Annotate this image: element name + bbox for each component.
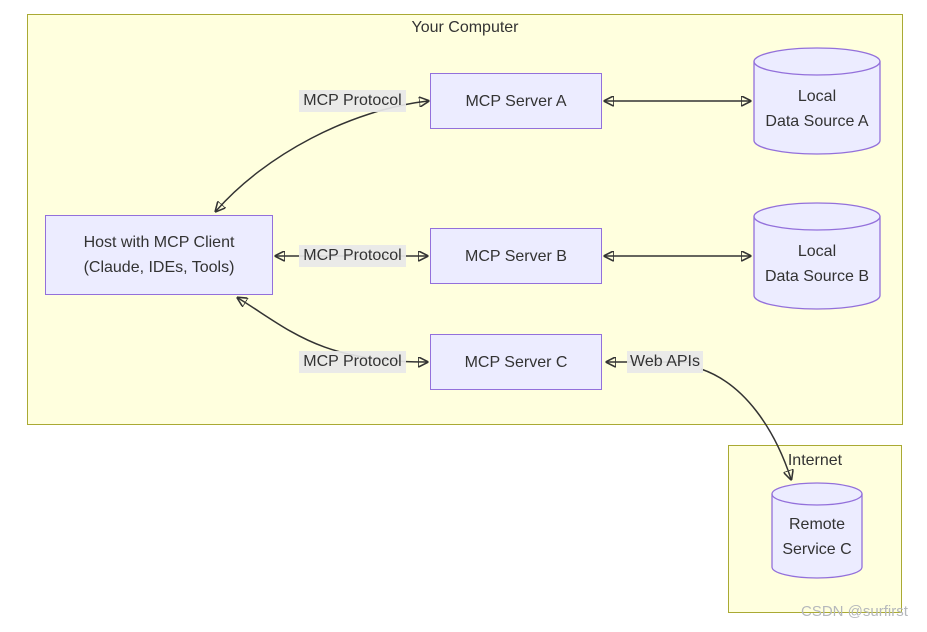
edge-label-mcp-protocol-c: MCP Protocol [299,351,406,373]
node-mcp-server-b-label: MCP Server B [465,247,567,265]
node-local-data-source-a: Local Data Source A [753,47,881,155]
edge-label-mcp-protocol-b: MCP Protocol [299,245,406,267]
node-mcp-server-b: MCP Server B [430,228,602,284]
node-remote-service-c-line1: Remote [788,516,846,533]
edge-label-web-apis: Web APIs [627,351,703,373]
edge-host-server-a [216,101,428,211]
subgraph-internet: Internet [728,445,902,613]
edge-webapis-remote-c [700,368,791,479]
watermark: CSDN @surfirst [801,603,908,620]
node-mcp-server-a-label: MCP Server A [465,92,567,110]
node-host: Host with MCP Client (Claude, IDEs, Tool… [45,215,273,295]
cylinder-shape [771,482,863,579]
subgraph-internet-title: Internet [787,452,843,469]
node-host-label-line2: (Claude, IDEs, Tools) [83,259,235,276]
node-host-label-line1: Host with MCP Client [83,234,235,251]
cylinder-shape [753,202,881,310]
node-remote-service-c-line2: Service C [782,541,852,558]
node-local-data-source-b-line1: Local [797,243,837,260]
node-mcp-server-c-label: MCP Server C [464,353,568,371]
edge-label-mcp-protocol-a: MCP Protocol [299,90,406,112]
node-local-data-source-a-line2: Data Source A [765,113,869,130]
node-local-data-source-b: Local Data Source B [753,202,881,310]
subgraph-your-computer-title: Your Computer [411,19,519,36]
node-local-data-source-b-line2: Data Source B [764,268,870,285]
node-mcp-server-a: MCP Server A [430,73,602,129]
node-mcp-server-c: MCP Server C [430,334,602,390]
cylinder-shape [753,47,881,155]
node-local-data-source-a-line1: Local [797,88,837,105]
node-remote-service-c: Remote Service C [771,482,863,579]
